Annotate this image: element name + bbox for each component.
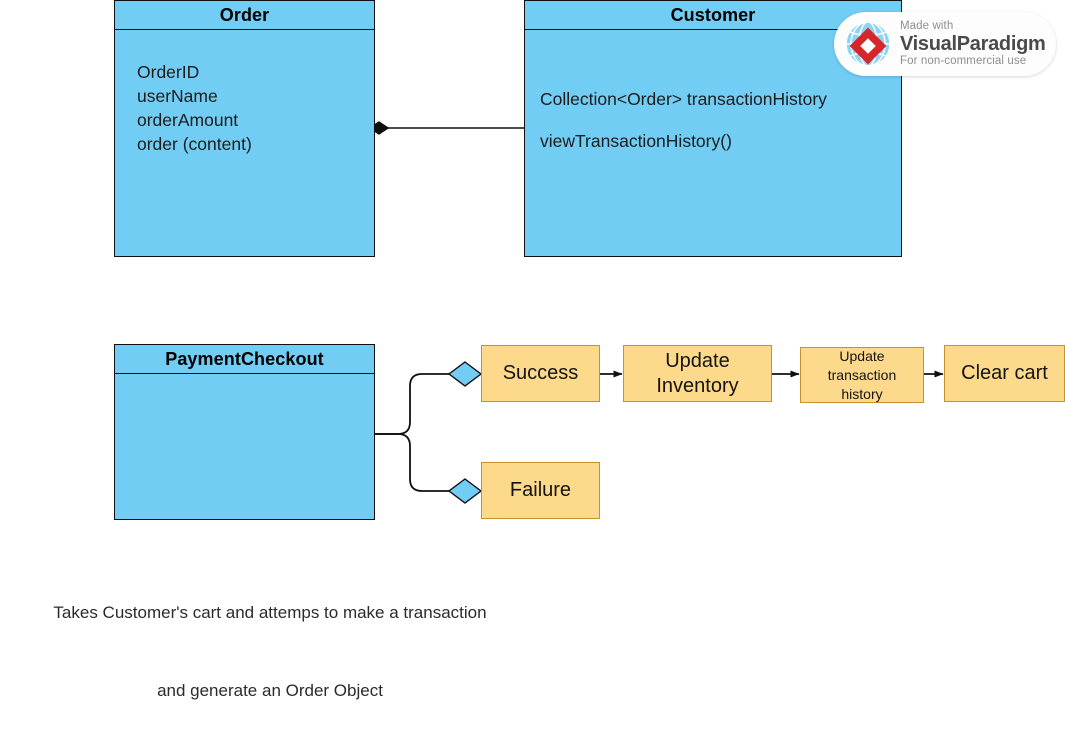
member-list-customer: Collection<Order> transactionHistory vie… — [540, 78, 827, 162]
flow-node-update-inventory-label-line1: Update — [665, 349, 730, 372]
flow-node-update-transaction-history-label-line2: transaction — [827, 366, 897, 383]
attribute-list-order: OrderID userName orderAmount order (cont… — [137, 60, 252, 156]
watermark-license: For non-commercial use — [900, 55, 1027, 67]
flow-node-clear-cart[interactable]: Clear cart — [944, 345, 1065, 402]
blue-diamond-failure-icon — [447, 478, 483, 504]
visual-paradigm-logo-icon — [840, 16, 896, 72]
caption-line-2: and generate an Order Object — [157, 681, 383, 700]
class-title-order: Order — [115, 1, 374, 30]
flow-node-update-inventory-label-line2: Inventory — [656, 374, 739, 397]
connector-order-customer — [368, 121, 524, 135]
class-title-customer: Customer — [525, 1, 901, 30]
flow-node-failure[interactable]: Failure — [481, 462, 600, 519]
attribute-order-content: order (content) — [137, 134, 252, 154]
flow-node-update-transaction-history-label-line3: history — [841, 385, 883, 402]
class-body-customer: Collection<Order> transactionHistory vie… — [525, 30, 901, 256]
flow-node-success-label: Success — [502, 362, 579, 384]
member-transactionhistory-field: Collection<Order> transactionHistory — [540, 89, 827, 109]
attribute-orderid: OrderID — [137, 62, 200, 82]
flow-node-failure-label: Failure — [509, 479, 572, 501]
class-box-order[interactable]: Order OrderID userName orderAmount order… — [114, 0, 375, 257]
watermark-text-block: Made with VisualParadigm For non-commerc… — [900, 19, 1046, 68]
class-box-paymentcheckout[interactable]: PaymentCheckout — [114, 344, 375, 520]
visual-paradigm-watermark: Made with VisualParadigm For non-commerc… — [834, 12, 1056, 76]
class-body-paymentcheckout — [115, 374, 374, 519]
class-title-paymentcheckout: PaymentCheckout — [115, 345, 374, 374]
class-body-order: OrderID userName orderAmount order (cont… — [115, 30, 374, 256]
diagram-canvas — [368, 121, 944, 504]
watermark-brand-visual: Visual — [900, 33, 957, 55]
flow-node-update-inventory[interactable]: Update Inventory — [623, 345, 772, 402]
watermark-made-with: Made with — [900, 19, 954, 32]
flow-node-success[interactable]: Success — [481, 345, 600, 402]
watermark-brand-paradigm: Paradigm — [956, 33, 1046, 55]
diagram-caption: Takes Customer's cart and attemps to mak… — [0, 548, 540, 730]
blue-diamond-success-icon — [447, 361, 483, 387]
caption-line-1: Takes Customer's cart and attemps to mak… — [53, 603, 487, 622]
flow-node-clear-cart-label: Clear cart — [961, 362, 1048, 384]
flow-node-update-transaction-history[interactable]: Update transaction history — [800, 347, 924, 403]
attribute-username: userName — [137, 86, 218, 106]
attribute-orderamount: orderAmount — [137, 110, 239, 130]
watermark-brand: VisualParadigm — [900, 34, 1046, 54]
connector-checkout-branch — [375, 373, 450, 492]
flow-node-update-transaction-history-label-line1: Update — [839, 347, 885, 364]
member-viewtransactionhistory-method: viewTransactionHistory() — [540, 131, 732, 151]
